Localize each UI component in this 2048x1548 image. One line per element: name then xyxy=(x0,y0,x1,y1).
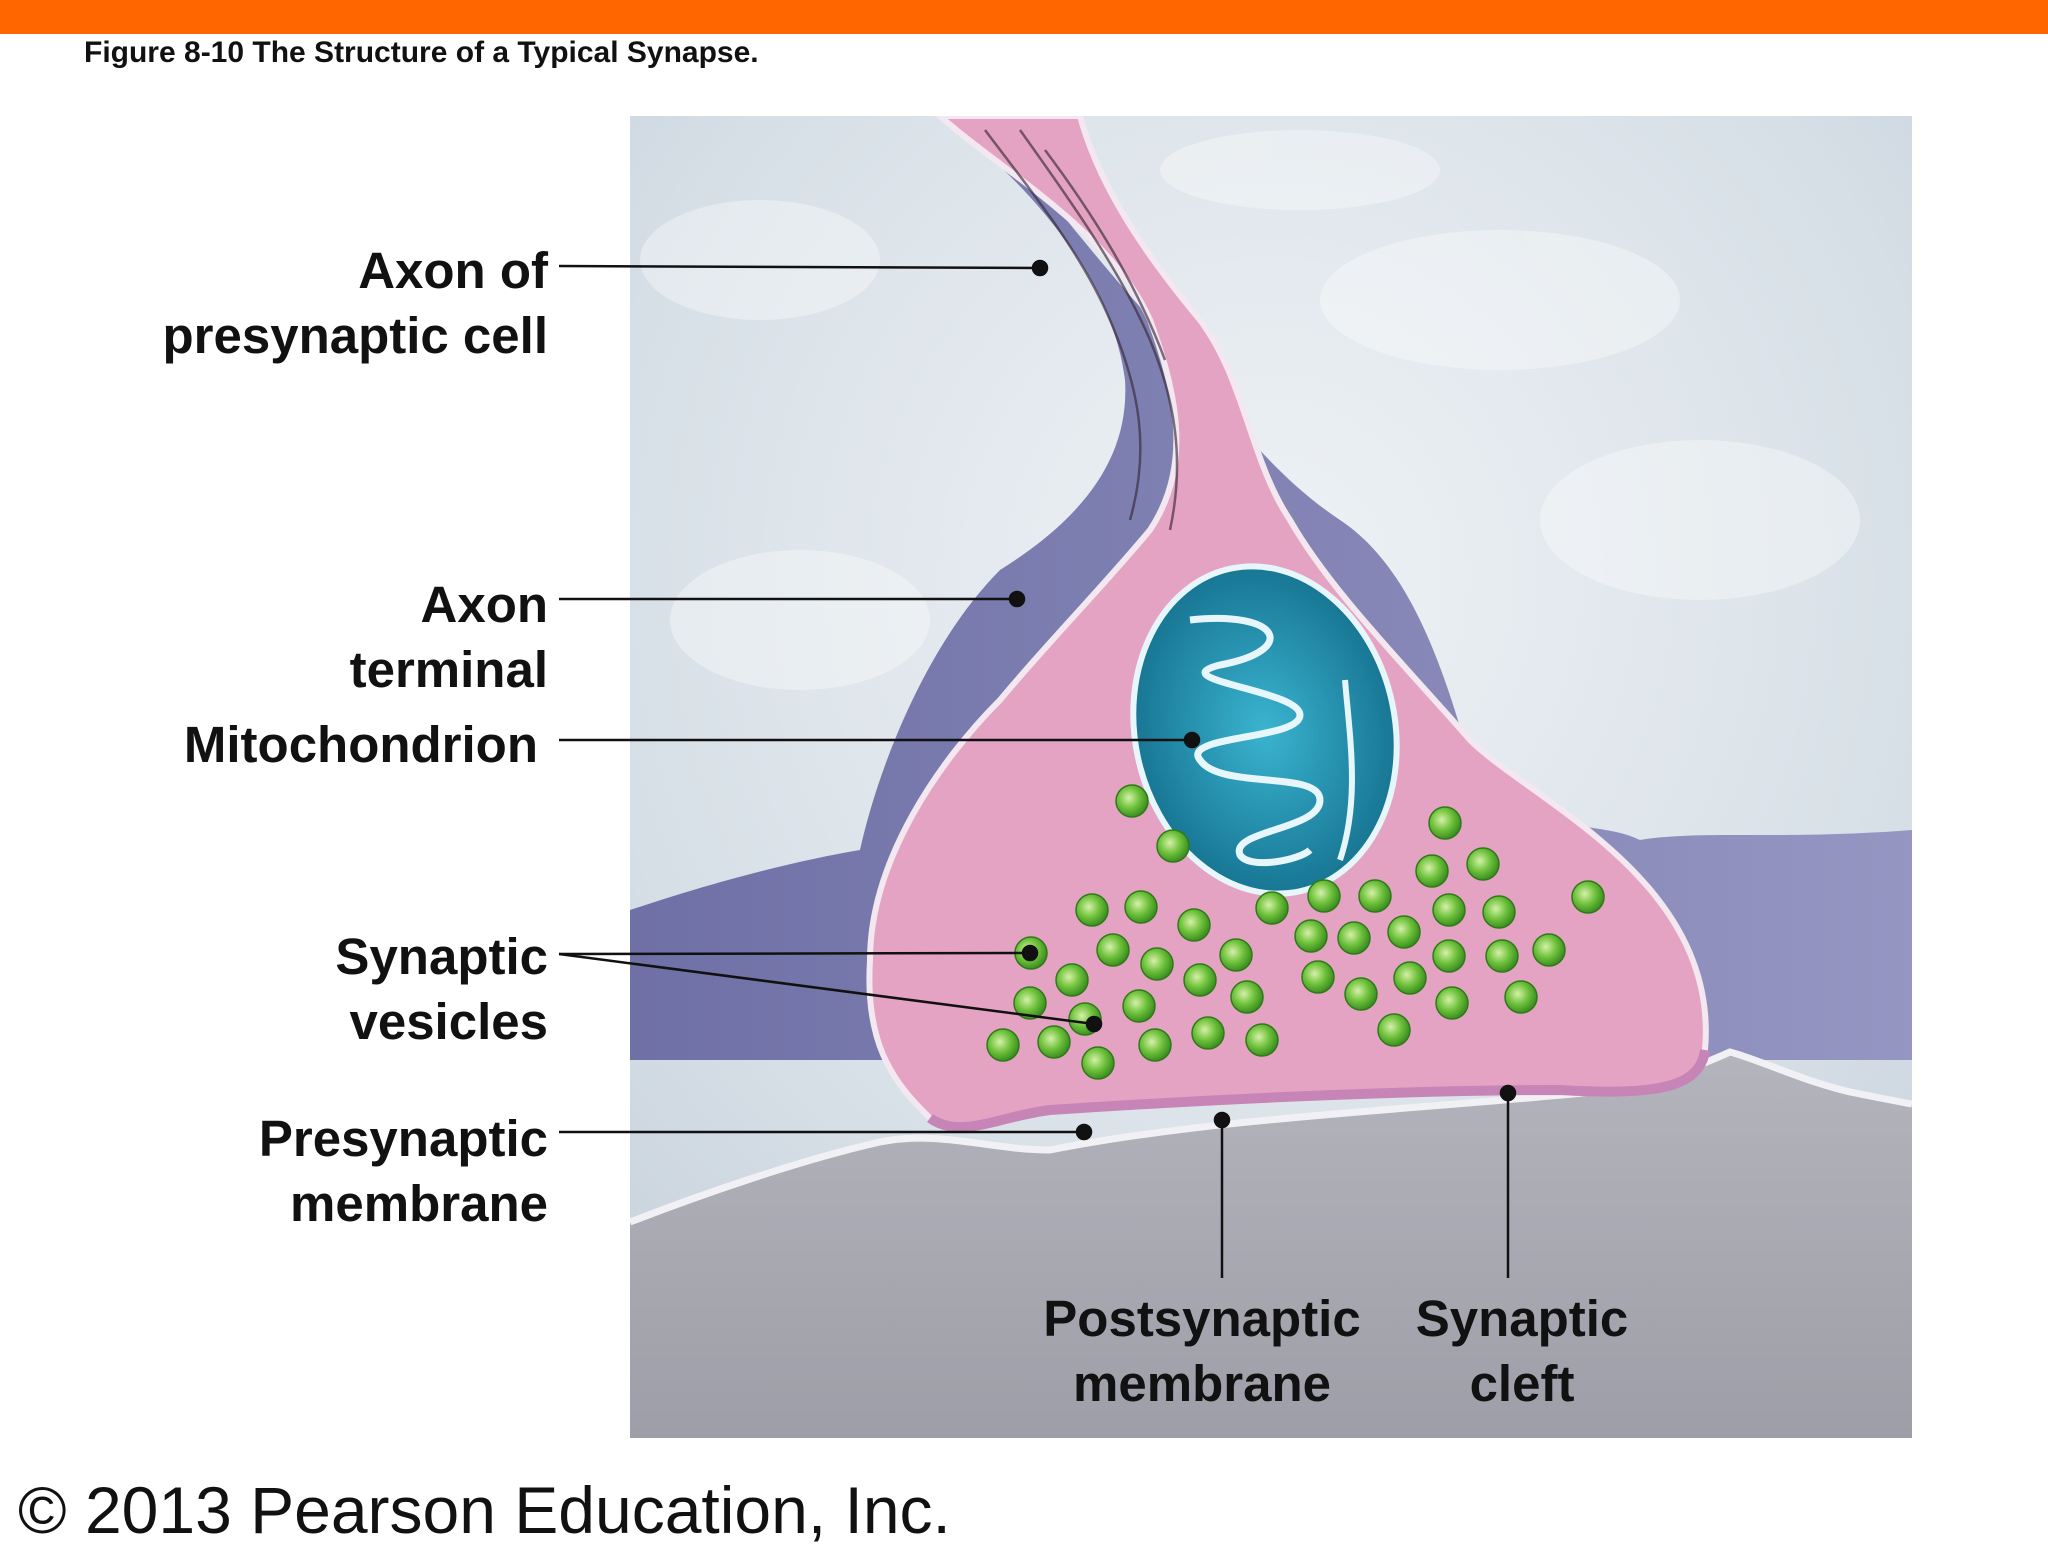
copyright-notice: © 2013 Pearson Education, Inc. xyxy=(18,1473,951,1547)
label-postsynaptic-membrane: Postsynaptic membrane xyxy=(1043,1290,1361,1412)
figure-title: Figure 8-10 The Structure of a Typical S… xyxy=(84,36,759,69)
synaptic-vesicles xyxy=(986,784,1605,1080)
mitochondrion xyxy=(1130,563,1400,897)
accent-bar xyxy=(0,0,2048,34)
label-axon-terminal: Axon terminal xyxy=(349,576,548,698)
label-synaptic-vesicles: Synaptic vesicles xyxy=(335,928,548,1050)
label-axon-of-presynaptic-cell: Axon of presynaptic cell xyxy=(162,242,548,364)
label-presynaptic-membrane: Presynaptic membrane xyxy=(258,1110,548,1232)
label-mitochondrion: Mitochondrion xyxy=(183,716,538,773)
label-synaptic-cleft: Synaptic cleft xyxy=(1415,1290,1629,1412)
postsynaptic-cell xyxy=(630,1052,1912,1438)
leader-lines xyxy=(558,259,1517,1278)
